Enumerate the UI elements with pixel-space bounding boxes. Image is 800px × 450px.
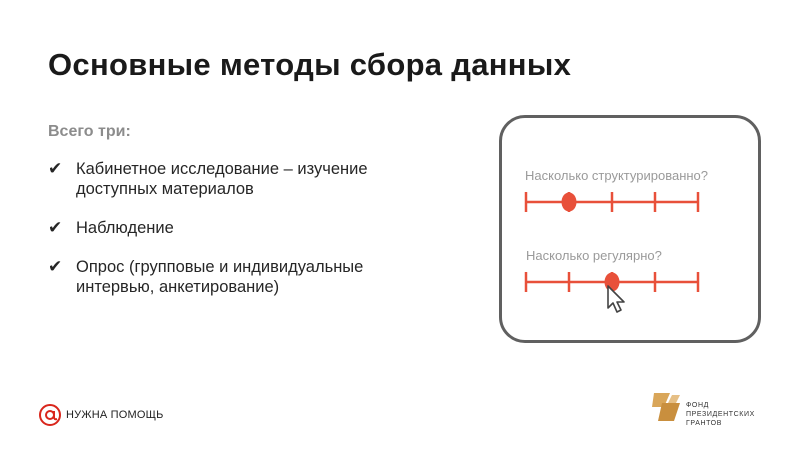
regularity-scale: [524, 272, 700, 313]
list-item-line: Наблюдение: [76, 219, 174, 237]
fund-name-line: ФОНД: [686, 402, 709, 409]
list-item-line: доступных материалов: [76, 180, 254, 198]
check-mark-icon: ✔: [48, 159, 63, 178]
fund-name-line: ПРЕЗИДЕНТСКИХ: [686, 411, 755, 418]
list-item-line: Опрос (групповые и индивидуальные: [76, 258, 364, 276]
scale-marker[interactable]: [561, 192, 577, 212]
nuzhna-pomosch-logo: НУЖНА ПОМОЩЬ: [38, 403, 163, 432]
fund-logo: ФОНД ПРЕЗИДЕНТСКИХ ГРАНТОВ: [652, 391, 754, 430]
list-item: ✔ Наблюдение: [48, 218, 468, 238]
list-item: ✔ Кабинетное исследование – изучение дос…: [48, 159, 468, 199]
scale-marker[interactable]: [604, 272, 620, 292]
fund-emblem-icon: [652, 393, 680, 421]
check-mark-icon: ✔: [48, 257, 63, 276]
scale-label-regularity: Насколько регулярно?: [526, 248, 662, 263]
fund-name-line: ГРАНТОВ: [686, 420, 722, 427]
mouse-pointer-icon: [607, 285, 625, 313]
slide-title: Основные методы сбора данных: [48, 47, 572, 82]
list-item-line: интервью, анкетирование): [76, 278, 280, 296]
structure-scale: [524, 192, 700, 212]
check-mark-icon: ✔: [48, 218, 63, 237]
list-item-line: Кабинетное исследование – изучение: [76, 160, 368, 178]
logo-text: НУЖНА ПОМОЩЬ: [66, 409, 164, 421]
method-list: ✔ Кабинетное исследование – изучение дос…: [48, 159, 468, 316]
fund-name: ФОНД ПРЕЗИДЕНТСКИХ ГРАНТОВ: [686, 401, 755, 428]
list-item-text: Кабинетное исследование – изучение досту…: [76, 159, 468, 199]
list-item: ✔ Опрос (групповые и индивидуальные инте…: [48, 257, 468, 297]
assessment-panel: Насколько структурированно? Насколько ре…: [499, 115, 761, 343]
at-sign-icon: [39, 404, 61, 426]
slide-subtitle: Всего три:: [48, 123, 131, 140]
list-item-text: Наблюдение: [76, 218, 468, 238]
scale-label-structure: Насколько структурированно?: [525, 168, 709, 183]
list-item-text: Опрос (групповые и индивидуальные интерв…: [76, 257, 468, 297]
